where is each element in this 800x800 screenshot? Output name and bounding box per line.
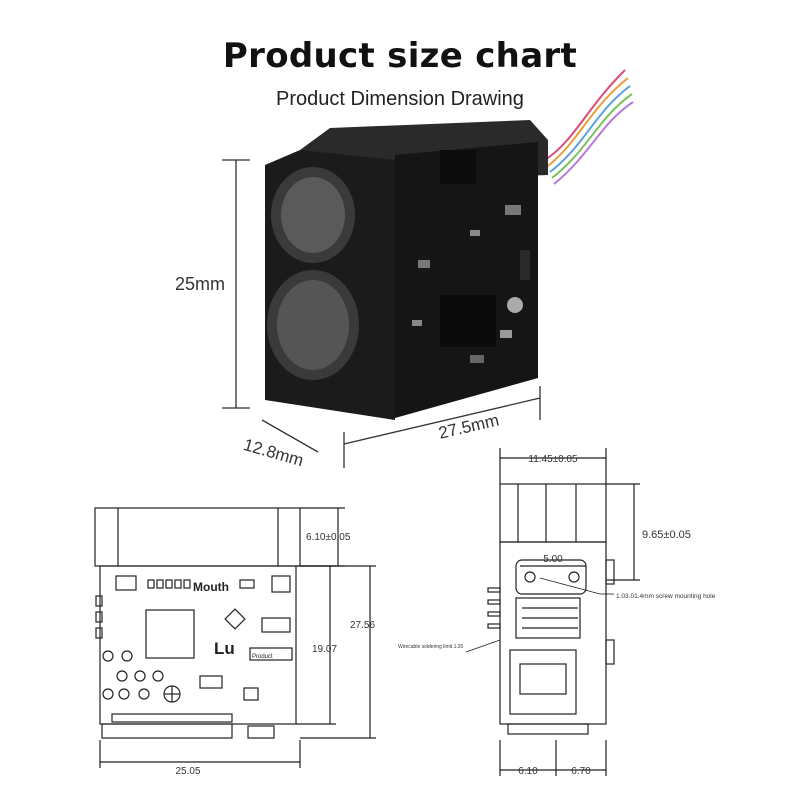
front-view-drawing <box>94 507 376 768</box>
cable-wires <box>544 69 634 185</box>
soldering-limit-note: Wirecable soldering limit 1.20 <box>398 644 464 650</box>
silk-lu-label: Lu <box>214 639 235 658</box>
side-bottom-right-label: 6.70 <box>571 766 591 777</box>
depth-12-8mm-label: 12.8mm <box>241 435 305 470</box>
screw-hole-note: 1.03.01.4mm screw mounting hole <box>616 593 716 600</box>
hole-spacing-label: 5.00 <box>543 554 563 565</box>
silk-product-label: Product <box>252 654 273 660</box>
photo-dimensions <box>222 159 541 468</box>
module-photo <box>265 69 634 420</box>
page-subtitle: Product Dimension Drawing <box>276 88 524 110</box>
height-25mm-label: 25mm <box>175 274 225 294</box>
page-title: Product size chart <box>222 36 578 76</box>
side-bottom-left-label: 6.10 <box>518 766 538 777</box>
front-top-offset-label: 6.10±0.05 <box>306 532 351 543</box>
silk-mouth-label: Mouth <box>193 580 229 594</box>
side-width-top-label: 11.45±0.05 <box>528 454 578 465</box>
side-height-top-label: 9.65±0.05 <box>642 529 691 541</box>
side-view-drawing <box>465 448 640 776</box>
front-height-board-label: 19.07 <box>312 644 337 655</box>
front-width-total-label: 25.05 <box>175 766 200 777</box>
front-height-total-label: 27.56 <box>350 620 375 631</box>
